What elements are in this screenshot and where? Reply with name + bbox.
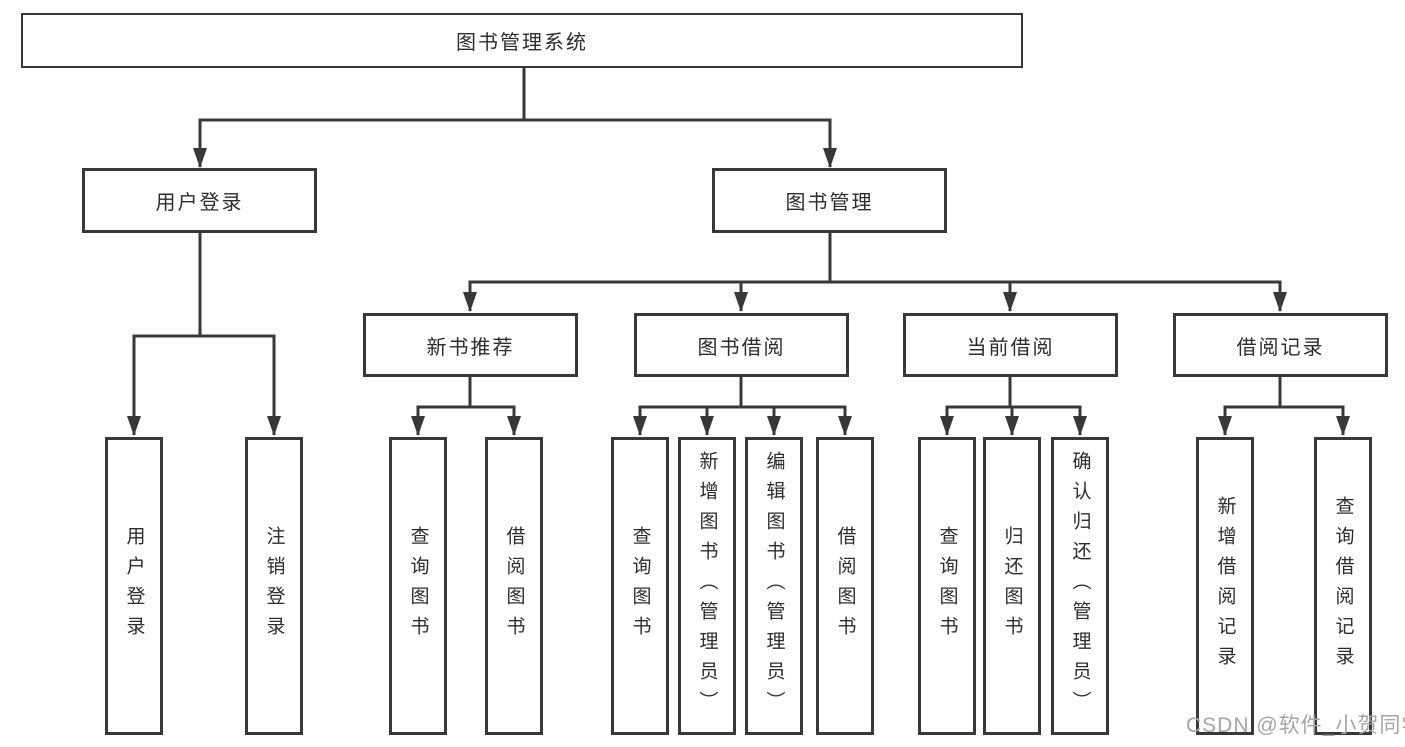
node-current-borrow-label: 当前借阅 — [966, 336, 1055, 359]
node-leaf-confirm-return-admin: 确认归还（管理员） — [1051, 437, 1109, 735]
node-leaf-user-login-label: 用户登录 — [123, 526, 145, 646]
node-leaf-query-books-borrow-label: 查询图书 — [629, 526, 651, 646]
node-leaf-return-book-label: 归还图书 — [1001, 526, 1023, 646]
node-root: 图书管理系统 — [21, 13, 1023, 68]
node-borrow-records-label: 借阅记录 — [1236, 336, 1325, 359]
node-leaf-borrow-books-label: 借阅图书 — [834, 526, 856, 646]
csdn-watermark: CSDN @软件_小贺同学 — [1186, 714, 1405, 737]
node-leaf-confirm-return-admin-label: 确认归还（管理员） — [1069, 451, 1091, 721]
node-book-management-label: 图书管理 — [785, 192, 874, 214]
node-book-borrow: 图书借阅 — [634, 313, 849, 377]
node-new-book-recommend: 新书推荐 — [363, 313, 578, 377]
node-leaf-add-book-admin-label: 新增图书（管理员） — [696, 451, 718, 721]
node-user-login: 用户登录 — [82, 168, 317, 233]
node-leaf-query-books-current-label: 查询图书 — [936, 526, 958, 646]
node-borrow-records: 借阅记录 — [1173, 313, 1388, 377]
node-leaf-query-books-borrow: 查询图书 — [611, 437, 669, 735]
node-leaf-logout-label: 注销登录 — [263, 526, 285, 646]
node-leaf-user-login: 用户登录 — [105, 437, 163, 735]
node-leaf-logout: 注销登录 — [245, 437, 303, 735]
node-user-login-label: 用户登录 — [155, 192, 244, 214]
node-new-book-recommend-label: 新书推荐 — [426, 336, 515, 359]
node-leaf-borrow-books-recommend-label: 借阅图书 — [503, 526, 525, 646]
node-leaf-borrow-books-recommend: 借阅图书 — [485, 437, 543, 735]
node-leaf-edit-book-admin: 编辑图书（管理员） — [745, 437, 803, 735]
node-leaf-add-book-admin: 新增图书（管理员） — [678, 437, 736, 735]
node-leaf-query-borrow-record-label: 查询借阅记录 — [1332, 496, 1354, 676]
node-leaf-query-books-recommend: 查询图书 — [389, 437, 447, 735]
node-leaf-borrow-books: 借阅图书 — [816, 437, 874, 735]
node-leaf-query-borrow-record: 查询借阅记录 — [1314, 437, 1372, 735]
node-root-label: 图书管理系统 — [456, 32, 588, 54]
node-book-borrow-label: 图书借阅 — [697, 336, 786, 359]
node-leaf-return-book: 归还图书 — [983, 437, 1041, 735]
node-leaf-query-books-current: 查询图书 — [918, 437, 976, 735]
node-leaf-add-borrow-record-label: 新增借阅记录 — [1214, 496, 1236, 676]
node-leaf-query-books-recommend-label: 查询图书 — [407, 526, 429, 646]
node-book-management: 图书管理 — [712, 168, 947, 233]
node-leaf-edit-book-admin-label: 编辑图书（管理员） — [763, 451, 785, 721]
node-current-borrow: 当前借阅 — [903, 313, 1118, 377]
node-leaf-add-borrow-record: 新增借阅记录 — [1196, 437, 1254, 735]
